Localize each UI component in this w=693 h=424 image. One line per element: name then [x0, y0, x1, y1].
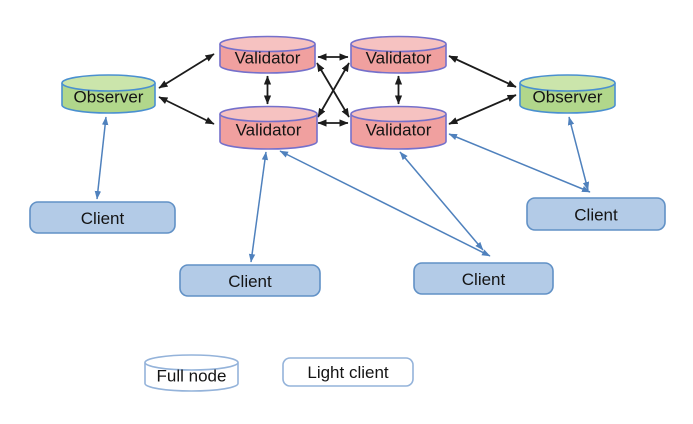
cylinder-top: [219, 35, 316, 53]
cylinder-top: [350, 35, 447, 53]
edge-validator-bottom-right--observer-right: [448, 94, 517, 125]
edge-observer-left--validator-bottom-left: [158, 96, 215, 125]
observer-right-label: Observer: [533, 88, 603, 107]
full-node-cylinder-top: [144, 354, 239, 371]
node-observer-right: Observer: [519, 74, 616, 114]
validator-bottom-left-label: Validator: [236, 121, 302, 140]
cylinder-top: [350, 105, 447, 123]
edge-observer-left--client-far-left: [94, 116, 109, 200]
legend-full-node-label: Full node: [157, 367, 227, 386]
client-box: [526, 197, 666, 231]
node-client-far-right: Client: [526, 197, 666, 231]
legend-light-client-label: Light client: [307, 363, 389, 382]
edge-validator-bottom-left--client-mid-right: [279, 150, 491, 257]
edge-validator-top-right--validator-bottom-left: [317, 62, 350, 118]
legend-full-node: Full node: [144, 354, 239, 392]
client-far-right-label: Client: [574, 206, 618, 225]
light-client-box-icon: [282, 357, 414, 387]
client-far-left-label: Client: [81, 209, 125, 228]
cylinder-body: [219, 114, 318, 150]
edge-observer-right--client-far-right: [567, 116, 590, 191]
edge-observer-left--validator-top-left: [158, 53, 215, 89]
cylinder-top: [61, 74, 156, 92]
validator-top-right-label: Validator: [366, 49, 432, 68]
legend: Full node Light client: [144, 354, 414, 392]
client-box: [179, 264, 321, 297]
node-client-far-left: Client: [29, 201, 176, 234]
client-mid-left-label: Client: [228, 272, 272, 291]
node-observer-left: Observer: [61, 74, 156, 114]
cylinder-body: [350, 114, 447, 150]
edge-validator-top-right--observer-right: [448, 55, 517, 88]
node-validator-bottom-left: Validator: [219, 105, 318, 150]
client-mid-right-label: Client: [462, 270, 506, 289]
edge-validator-bottom-right--client-far-right: [448, 133, 591, 193]
validator-bottom-right-label: Validator: [366, 121, 432, 140]
cylinder-top: [519, 74, 616, 92]
edges-validator-mesh: [158, 53, 517, 127]
observer-left-label: Observer: [74, 88, 144, 107]
node-validator-bottom-right: Validator: [350, 105, 447, 150]
validator-top-left-label: Validator: [235, 49, 301, 68]
node-client-mid-right: Client: [413, 262, 554, 295]
node-validator-top-right: Validator: [350, 35, 447, 74]
edge-validator-bottom-left--client-mid-left: [248, 151, 269, 263]
edges-clients: [94, 116, 591, 263]
legend-light-client: Light client: [282, 357, 414, 387]
client-box: [413, 262, 554, 295]
client-box: [29, 201, 176, 234]
cylinder-top: [219, 105, 318, 123]
node-client-mid-left: Client: [179, 264, 321, 297]
node-validator-top-left: Validator: [219, 35, 316, 74]
edge-validator-bottom-right--client-mid-right: [399, 151, 484, 251]
